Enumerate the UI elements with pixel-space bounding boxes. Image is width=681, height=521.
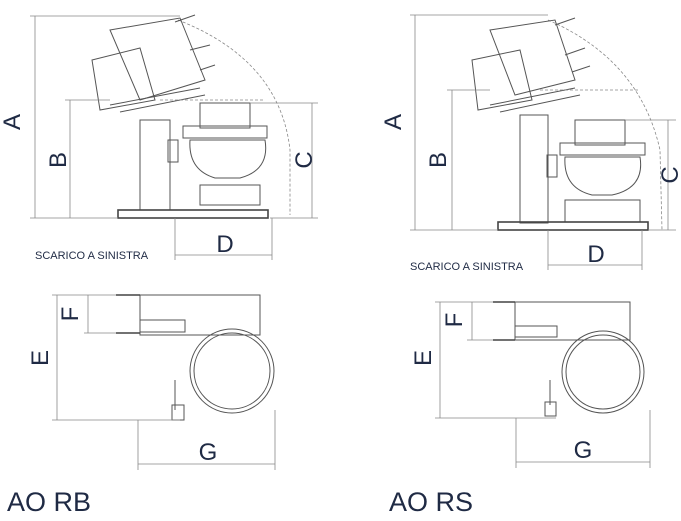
machine-base: [497, 221, 649, 231]
top-body: [139, 294, 261, 336]
dim-label-g: G: [199, 439, 218, 466]
side-view-ao-rs: A B C D SCARICO A SINISTRA: [380, 14, 681, 273]
bowl-top: [189, 328, 275, 414]
top-view-ao-rs: E F G: [410, 301, 651, 468]
machine-column: [519, 114, 549, 224]
tilt-arc: [177, 19, 291, 215]
bowl-top: [561, 330, 645, 414]
pedal: [544, 401, 557, 417]
upright-head-top: [199, 102, 251, 129]
upright-head-base: [559, 142, 646, 156]
bowl: [189, 139, 267, 179]
bowl: [564, 156, 642, 196]
discharge-caption: SCARICO A SINISTRA: [35, 250, 149, 262]
dim-label-b: B: [425, 152, 452, 168]
dim-label-d: D: [587, 241, 604, 268]
dim-label-c: C: [657, 166, 681, 183]
diagram-ao-rs: A B C D SCARICO A SINISTRA: [380, 14, 681, 517]
control-panel: [167, 139, 179, 163]
top-panel: [514, 325, 558, 338]
dim-label-a: A: [380, 114, 407, 130]
pedal: [171, 404, 185, 421]
tilted-mixer-head: [91, 14, 216, 113]
dim-label-d: D: [216, 231, 233, 258]
bowl-support: [199, 184, 261, 206]
dim-label-b: B: [45, 152, 72, 168]
dim-label-a: A: [0, 114, 26, 130]
upright-head-base: [182, 125, 268, 139]
discharge-caption: SCARICO A SINISTRA: [410, 261, 524, 273]
tilt-arc: [547, 19, 663, 231]
top-panel: [139, 319, 186, 333]
diagram-ao-rb: A B C D SCARICO A SINISTRA: [0, 14, 318, 517]
model-name: AO RS: [389, 487, 473, 517]
tilted-mixer-head: [471, 17, 591, 113]
top-view-ao-rb: E F G: [27, 294, 276, 470]
side-view-ao-rb: A B C D SCARICO A SINISTRA: [0, 14, 318, 262]
control-panel: [546, 154, 558, 178]
model-name: AO RB: [7, 487, 91, 517]
dim-label-c: C: [291, 151, 318, 168]
dim-label-f: F: [57, 307, 84, 322]
machine-base: [117, 209, 269, 219]
dim-label-e: E: [410, 350, 437, 366]
top-body: [514, 301, 631, 341]
upright-head-top: [574, 119, 626, 146]
dim-label-g: G: [574, 437, 593, 464]
machine-column: [139, 119, 171, 211]
bowl-support: [564, 199, 641, 223]
dim-label-e: E: [27, 350, 54, 366]
dim-label-f: F: [441, 313, 468, 328]
